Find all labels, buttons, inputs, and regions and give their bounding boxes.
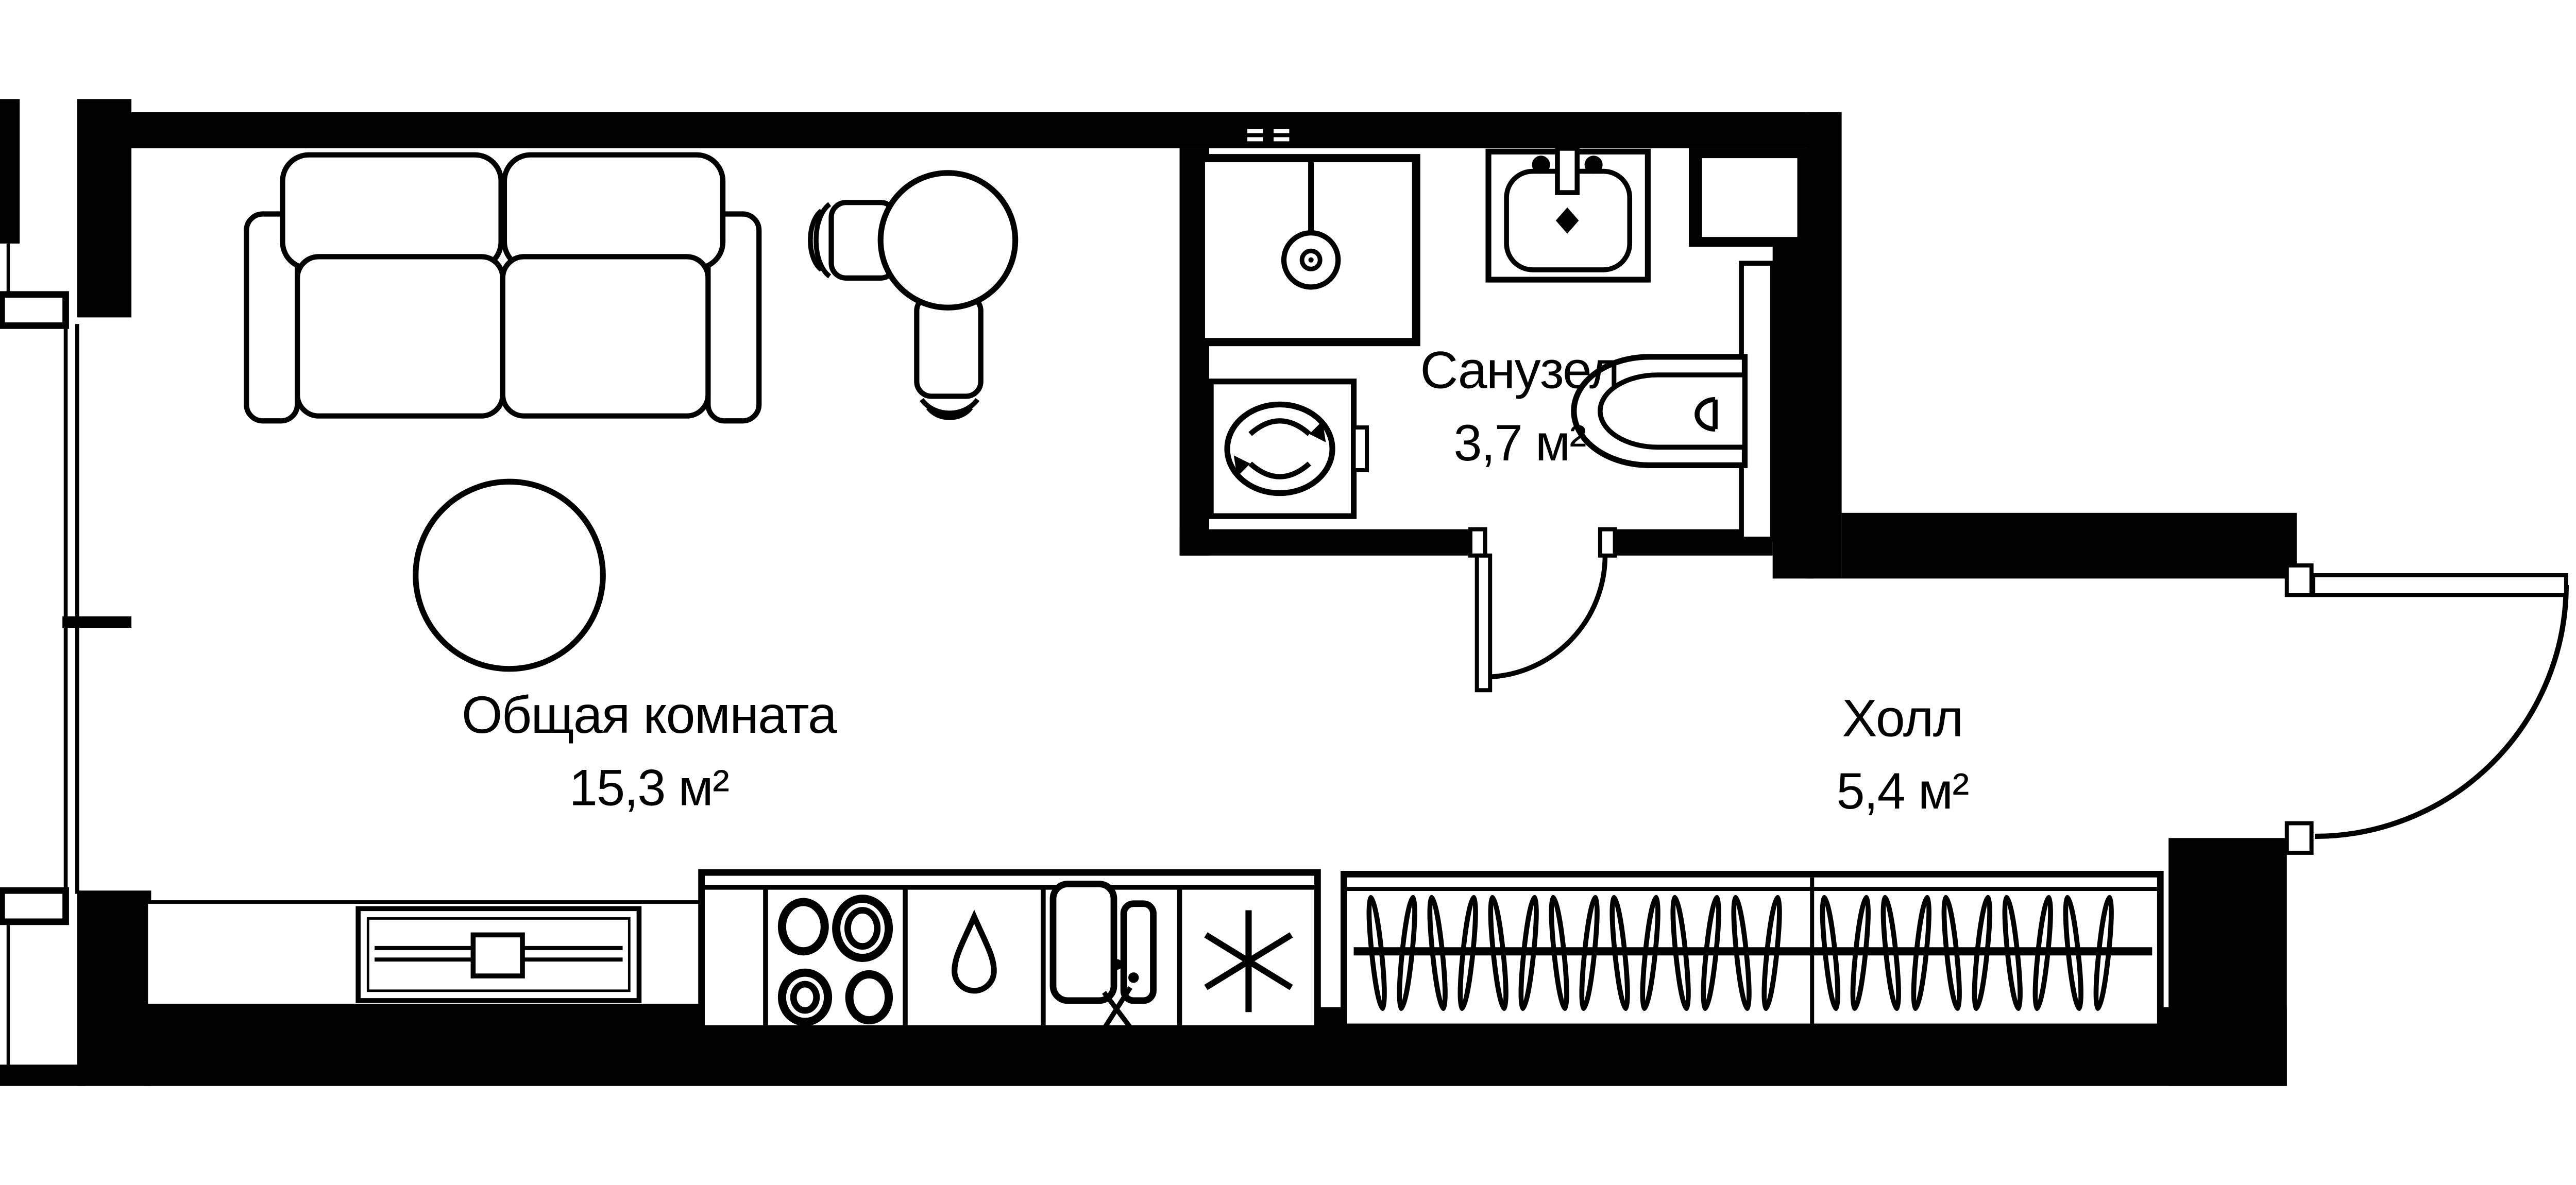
shower-icon	[1197, 125, 1420, 347]
hanger-icon	[1911, 895, 1931, 1011]
hanger-icon	[2032, 895, 2053, 1011]
balcony-parapet-top	[0, 99, 20, 244]
hanger-icon	[2093, 895, 2114, 1011]
chair-icon	[808, 200, 898, 281]
hanger-icon	[1820, 895, 1840, 1011]
window-icon	[62, 324, 132, 894]
door-jamb	[2284, 821, 2314, 855]
room-name-bathroom: Санузел	[1420, 340, 1619, 399]
hanger-icon	[2063, 895, 2083, 1011]
hanger-icon	[1731, 895, 1752, 1011]
wall-corner-top-left	[77, 99, 132, 318]
wall-corner-bottom-right	[2168, 838, 2287, 1086]
bathroom-door-icon	[1468, 527, 1617, 693]
coffee-table-icon	[413, 478, 606, 672]
hanger-icon	[1549, 895, 1569, 1011]
room-name-hall: Холл	[1842, 689, 1963, 748]
hanger-icon	[1701, 895, 1721, 1011]
wall-bathroom-east	[1772, 243, 1814, 579]
door-jamb	[2284, 563, 2314, 597]
hanger-icon	[1609, 895, 1630, 1011]
chair-icon	[914, 293, 984, 420]
toilet-icon	[1571, 261, 1775, 542]
hanger-icon	[1941, 895, 1962, 1011]
appliance-block	[698, 869, 1321, 1043]
hanger-icon	[1670, 895, 1691, 1011]
cooktop-icon	[777, 895, 893, 1026]
hanger-icon	[1850, 895, 1871, 1011]
room-area-bathroom: 3,7 м²	[1454, 415, 1586, 471]
window-sill-top	[0, 291, 69, 329]
hanger-icon	[1640, 895, 1660, 1011]
radiator-icon	[355, 906, 642, 1003]
kitchen-counter	[144, 869, 2164, 1043]
dining-group	[808, 170, 1019, 420]
hanger-icon	[1518, 895, 1539, 1011]
door-leaf	[1475, 553, 1493, 693]
entrance-door-icon	[2284, 563, 2569, 855]
freezer-snowflake-icon	[1204, 910, 1293, 1012]
hanger-icon	[1397, 895, 1417, 1011]
shaft-opening	[1702, 158, 1798, 237]
wall-hall-top	[1841, 512, 2297, 579]
hanger-icon	[1579, 895, 1600, 1011]
door-jamb	[1468, 527, 1487, 558]
window-mullion	[62, 616, 132, 628]
room-area-hall: 5,4 м²	[1837, 763, 1969, 819]
door-swing-arc	[2314, 585, 2569, 839]
hanger-icon	[2002, 895, 2023, 1011]
hanger-icon	[1488, 895, 1509, 1011]
bathroom-sink-icon	[1485, 146, 1651, 283]
wall-top	[128, 112, 1814, 148]
hanger-icon	[1366, 895, 1387, 1011]
sofa-icon	[244, 152, 762, 424]
kitchen-drop-icon	[952, 909, 997, 994]
room-labels: Общая комната 15,3 м² Санузел 3,7 м² Хол…	[462, 340, 1970, 819]
kitchen-sink-icon	[1049, 881, 1157, 1043]
wall-corner-bottom-left	[77, 890, 151, 1086]
hanger-icon	[1972, 895, 1992, 1011]
wardrobe-hangers-icon	[1341, 870, 2164, 1031]
balcony-parapet-bottom	[0, 1064, 86, 1086]
hangers	[1366, 895, 2114, 1011]
door-leaf	[2311, 573, 2568, 597]
window-sill-bottom	[0, 887, 69, 925]
hanger-icon	[1427, 895, 1448, 1011]
washing-machine-icon	[1208, 379, 1369, 519]
door-swing-arc	[1483, 555, 1608, 680]
dining-table-icon	[877, 170, 1019, 311]
hanger-icon	[1880, 895, 1901, 1011]
hanger-icon	[1458, 895, 1478, 1011]
room-name-living: Общая комната	[462, 685, 837, 744]
door-jamb	[1598, 527, 1617, 558]
wall-bathroom-south-left	[1179, 529, 1484, 556]
left-facade	[0, 99, 132, 1086]
room-area-living: 15,3 м²	[569, 759, 729, 816]
hanger-icon	[1761, 895, 1782, 1011]
